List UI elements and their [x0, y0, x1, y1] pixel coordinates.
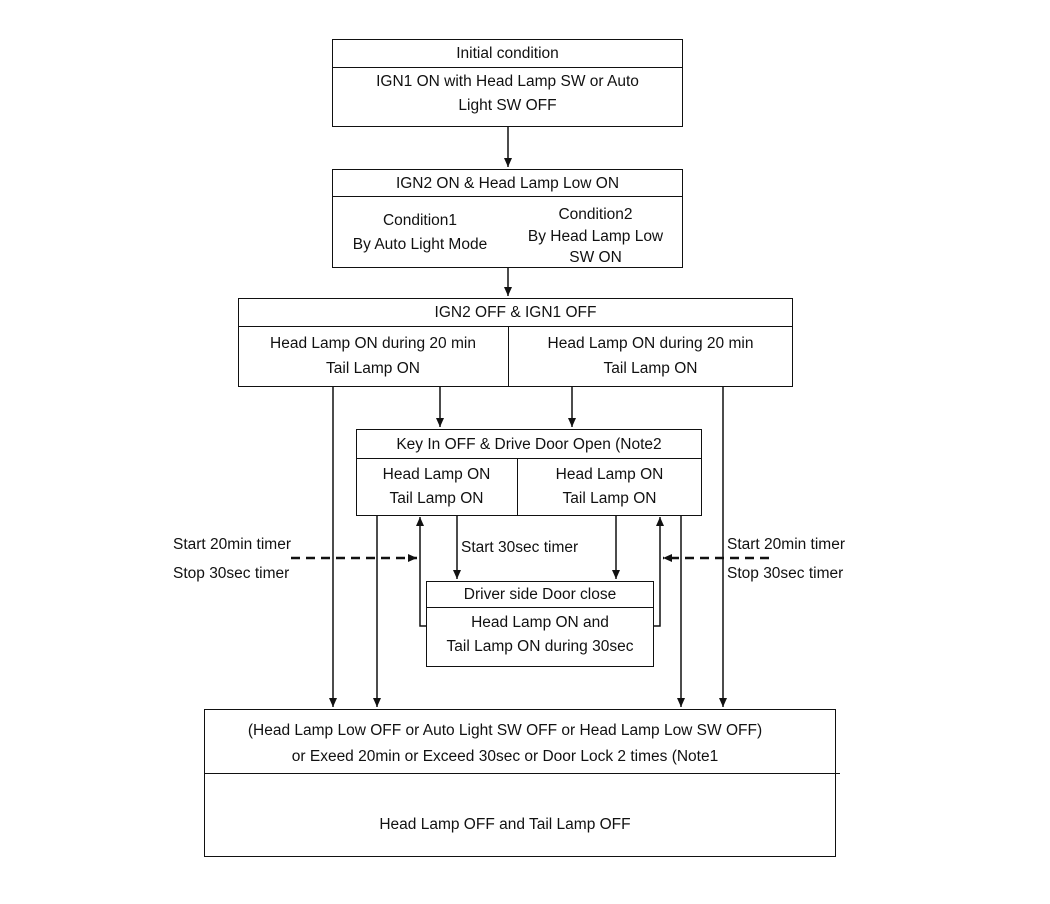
key-in-right-line1: Head Lamp ON [555, 466, 664, 483]
center-timer-label: Start 30sec timer [461, 539, 579, 556]
key-in-box [356, 429, 702, 516]
ign2-off-header: IGN2 OFF & IGN1 OFF [434, 304, 597, 321]
key-in-left-line2: Tail Lamp ON [389, 490, 484, 507]
door-close-body-line1: Head Lamp ON and [471, 614, 609, 631]
final-condition-line1: (Head Lamp Low OFF or Auto Light SW OFF … [247, 722, 763, 739]
ign2-off-divider [238, 326, 793, 327]
ign2-on-cond2-line1: Condition2 [558, 206, 633, 223]
door-close-divider [426, 607, 654, 608]
final-condition-line2: or Exeed 20min or Exceed 30sec or Door L… [291, 748, 719, 765]
ign2-off-right-line2: Tail Lamp ON [603, 360, 698, 377]
arrow-door-close-back-left [416, 517, 426, 627]
ign2-on-cond2-line3: SW ON [569, 249, 622, 266]
ign2-on-cond1-line1: Condition1 [382, 212, 458, 229]
ign2-on-cond2-line2: By Head Lamp Low [527, 228, 664, 245]
left-timer-line2: Stop 30sec timer [173, 565, 290, 582]
initial-body-line2: Light SW OFF [458, 97, 557, 114]
door-close-body-line2: Tail Lamp ON during 30sec [446, 638, 634, 655]
right-timer-line2: Stop 30sec timer [727, 565, 844, 582]
ign2-off-box [238, 298, 793, 387]
ign2-on-cond1-line2: By Auto Light Mode [352, 236, 488, 253]
initial-divider [332, 67, 683, 68]
initial-condition-box [332, 39, 683, 127]
left-timer-line1: Start 20min timer [173, 536, 292, 553]
key-in-header: Key In OFF & Drive Door Open (Note2 [396, 436, 662, 453]
final-result: Head Lamp OFF and Tail Lamp OFF [379, 816, 631, 833]
initial-header: Initial condition [456, 45, 559, 62]
ign2-on-divider [332, 196, 683, 197]
key-in-divider [356, 458, 702, 459]
right-timer-line1: Start 20min timer [727, 536, 846, 553]
ign2-off-right-line1: Head Lamp ON during 20 min [547, 335, 754, 352]
final-box [204, 709, 836, 857]
door-close-box [426, 581, 654, 667]
key-in-left-line1: Head Lamp ON [382, 466, 491, 483]
final-divider [204, 773, 840, 774]
initial-body-line1: IGN1 ON with Head Lamp SW or Auto [376, 73, 639, 90]
ign2-on-box [332, 169, 683, 268]
key-in-column-divider [517, 458, 518, 516]
door-close-header: Driver side Door close [463, 586, 617, 603]
arrow-door-close-back-right [654, 517, 664, 627]
key-in-right-line2: Tail Lamp ON [562, 490, 657, 507]
ign2-off-left-line2: Tail Lamp ON [326, 360, 420, 377]
ign2-on-header: IGN2 ON & Head Lamp Low ON [395, 175, 620, 192]
ign2-off-left-line1: Head Lamp ON during 20 min [270, 335, 476, 352]
ign2-off-column-divider [508, 326, 509, 387]
